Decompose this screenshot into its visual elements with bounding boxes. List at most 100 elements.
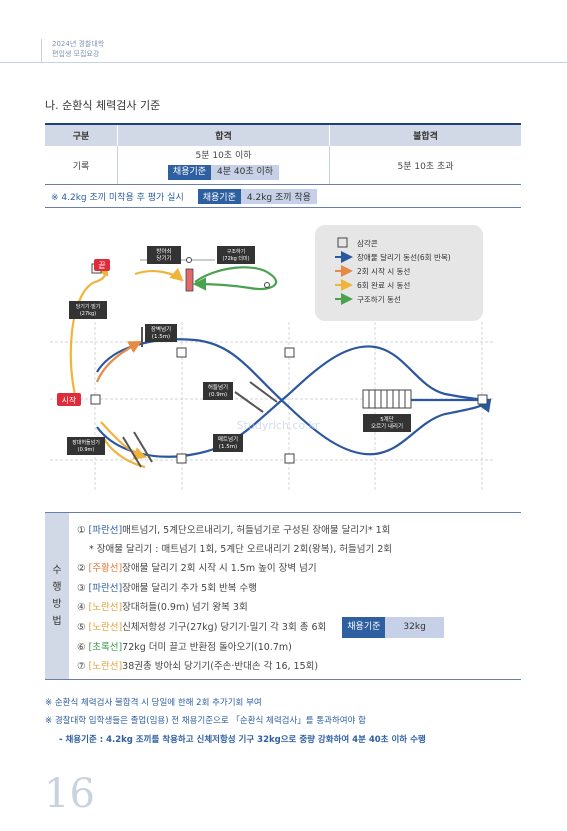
svg-text:허들넘기(0.9m): 허들넘기(0.9m) <box>208 383 228 398</box>
item-tag: [파란선] <box>88 525 123 536</box>
item-tag: [파란선] <box>88 582 123 594</box>
pass-tag: 채용기준 4분 40초 이하 <box>118 165 329 180</box>
item-text: 장애물 달리기 2회 시작 시 1.5m 높이 장벽 넘기 <box>122 563 317 575</box>
header-line2: 편입생 모집요강 <box>52 50 100 58</box>
legend-square: 삼각콘 <box>357 238 378 248</box>
svg-text:구조하기(72kg 더미): 구조하기(72kg 더미) <box>222 248 249 262</box>
list-item: ⑦ [노란선] 38권총 방아쇠 당기기(주손·반대손 각 16, 15회) <box>77 657 444 676</box>
header-line1: 2024년 경찰대학 <box>52 40 105 48</box>
list-item: ② [주황선] 장애물 달리기 2회 시작 시 1.5m 높이 장벽 넘기 <box>77 559 444 578</box>
pass-text: 5분 10초 이하 <box>195 151 252 161</box>
method-section: 수 행 방 법 ① [파란선] 매트넘기, 5계단오르내리기, 허들넘기로 구성… <box>45 512 521 680</box>
method-label: 수 행 방 법 <box>45 513 69 679</box>
item5-tag: 채용기준 32kg <box>342 617 444 639</box>
item-number: ⑤ <box>77 622 86 634</box>
pass-cell: 5분 10초 이하 채용기준 4분 40초 이하 <box>117 146 330 185</box>
item-text: 장대허들(0.9m) 넘기 왕복 3회 <box>122 601 248 613</box>
vest-tag-dark: 채용기준 <box>197 189 241 204</box>
method-label-char: 방 <box>52 599 62 610</box>
item-tag: [노란선] <box>88 601 123 613</box>
row-label: 기록 <box>45 146 118 185</box>
legend-orange: 2회 시작 시 동선 <box>357 266 410 276</box>
list-item: ⑥ [초록선] 72kg 더미 끌고 반환점 돌아오기(10.7m) <box>77 638 444 657</box>
footnote: ※ 경찰대학 입학생들은 졸업(임용) 전 채용기준으로 「순환식 체력검사」를… <box>45 716 366 726</box>
list-item: ① [파란선] 매트넘기, 5계단오르내리기, 허들넘기로 구성된 장애물 달리… <box>77 521 444 540</box>
label-hurdle-low: 매트넘기(1.5m) <box>213 434 243 452</box>
vest-note-tag: 채용기준 4.2kg 조끼 착용 <box>197 189 317 204</box>
item-number: ② <box>77 563 86 575</box>
label-rescue: 구조하기(72kg 더미) <box>217 246 255 264</box>
item-number: ③ <box>77 582 86 594</box>
orange-route <box>95 340 142 383</box>
footnote-standard: - 채용기준 : 4.2kg 조끼를 착용하고 신체저항성 기구 32kg으로 … <box>59 735 426 745</box>
hurdle-obstacles <box>122 327 278 468</box>
item-tag: [노란선] <box>88 622 123 634</box>
item-tag: [노란선] <box>88 661 123 673</box>
grid-lines <box>50 322 495 490</box>
end-label: 끝 <box>98 261 105 270</box>
item-text: 신체저항성 기구(27kg) 당기기·밀기 각 3회 총 6회 <box>122 622 327 634</box>
standards-table: 구분 합격 불합격 기록 5분 10초 이하 채용기준 4분 40초 이하 5분… <box>45 123 521 185</box>
section-title: 나. 순환식 체력검사 기준 <box>45 99 161 112</box>
list-item: ⑤ [노란선] 신체저항성 기구(27kg) 당기기·밀기 각 3회 총 6회 … <box>77 617 444 639</box>
stairs-obstacle <box>362 389 412 409</box>
item-text: 38권총 방아쇠 당기기(주손·반대손 각 16, 15회) <box>122 661 319 673</box>
item-text: 장애물 달리기 추가 5회 반복 수행 <box>122 582 257 594</box>
footnote: ※ 순환식 체력검사 불합격 시 당일에 한해 2회 추가기회 부여 <box>45 698 262 708</box>
method-label-char: 수 <box>52 565 62 576</box>
legend-blue: 장애물 달리기 동선(6회 반복) <box>357 252 451 262</box>
vest-note-text: ※ 4.2kg 조끼 미착용 후 평가 실시 <box>51 193 184 203</box>
item-tag: [주황선] <box>88 563 123 575</box>
legend-green: 구조하기 동선 <box>357 294 401 304</box>
watermark: Studyrich.co.kr <box>237 419 320 432</box>
label-hurdle-long: 장대허들넘기(0.9m) <box>67 437 105 455</box>
legend-square-icon <box>337 237 348 248</box>
table-row: 기록 5분 10초 이하 채용기준 4분 40초 이하 5분 10초 초과 <box>45 146 521 185</box>
svg-text:장벽넘기(1.5m): 장벽넘기(1.5m) <box>151 325 171 340</box>
vest-note: ※ 4.2kg 조끼 미착용 후 평가 실시 채용기준 4.2kg 조끼 착용 <box>45 186 521 208</box>
method-list: ① [파란선] 매트넘기, 5계단오르내리기, 허들넘기로 구성된 장애물 달리… <box>77 521 444 677</box>
item-number: ⑥ <box>77 642 86 654</box>
svg-text:매트넘기(1.5m): 매트넘기(1.5m) <box>218 435 238 450</box>
item-number: ① <box>77 525 86 536</box>
course-diagram: 삼각콘 장애물 달리기 동선(6회 반복) 2회 시작 시 동선 6회 완료 시… <box>50 225 495 490</box>
svg-text:당기기·밀기(27kg): 당기기·밀기(27kg) <box>76 303 101 317</box>
pass-tag-dark: 채용기준 <box>167 165 212 180</box>
start-label: 시작 <box>62 395 77 405</box>
method-label-char: 법 <box>52 616 62 627</box>
table-header-pass: 합격 <box>117 123 330 146</box>
item-tag: [초록선] <box>88 642 123 654</box>
vest-tag-light: 4.2kg 조끼 착용 <box>240 189 317 204</box>
label-pull-drag: 당기기·밀기(27kg) <box>69 301 107 319</box>
list-item: * 장애물 달리기 : 매트넘기 1회, 5계단 오르내리기 2회(왕복), 허… <box>77 540 444 559</box>
item-number: ④ <box>77 601 86 613</box>
table-header-fail: 불합격 <box>329 123 521 146</box>
svg-text:장대허들넘기(0.9m): 장대허들넘기(0.9m) <box>72 439 100 453</box>
header-divider <box>41 39 42 63</box>
green-route <box>192 266 278 291</box>
pass-tag-light: 4분 40초 이하 <box>211 165 280 180</box>
header-rule <box>0 62 567 63</box>
legend-yellow: 6회 완료 시 동선 <box>357 281 410 290</box>
table-header-category: 구분 <box>45 123 118 146</box>
end-badge: 끝 <box>94 259 110 271</box>
fail-cell: 5분 10초 초과 <box>329 146 521 185</box>
item-number: ⑦ <box>77 661 86 673</box>
label-wall: 장벽넘기(1.5m) <box>145 324 177 342</box>
method-label-char: 행 <box>52 582 62 593</box>
start-badge: 시작 <box>57 393 81 406</box>
item-text: 매트넘기, 5계단오르내리기, 허들넘기로 구성된 장애물 달리기* 1회 <box>122 525 391 536</box>
item5-tag-dark: 채용기준 <box>342 617 386 639</box>
list-item: ③ [파란선] 장애물 달리기 추가 5회 반복 수행 <box>77 579 444 598</box>
document-header: 2024년 경찰대학 편입생 모집요강 <box>52 39 104 59</box>
item-text: * 장애물 달리기 : 매트넘기 1회, 5계단 오르내리기 2회(왕복), 허… <box>89 544 393 556</box>
list-item: ④ [노란선] 장대허들(0.9m) 넘기 왕복 3회 <box>77 598 444 617</box>
legend-box <box>315 225 483 321</box>
label-hurdle-mid: 허들넘기(0.9m) <box>203 382 233 400</box>
item5-tag-light: 32kg <box>385 617 444 639</box>
yellow-route <box>69 263 184 469</box>
